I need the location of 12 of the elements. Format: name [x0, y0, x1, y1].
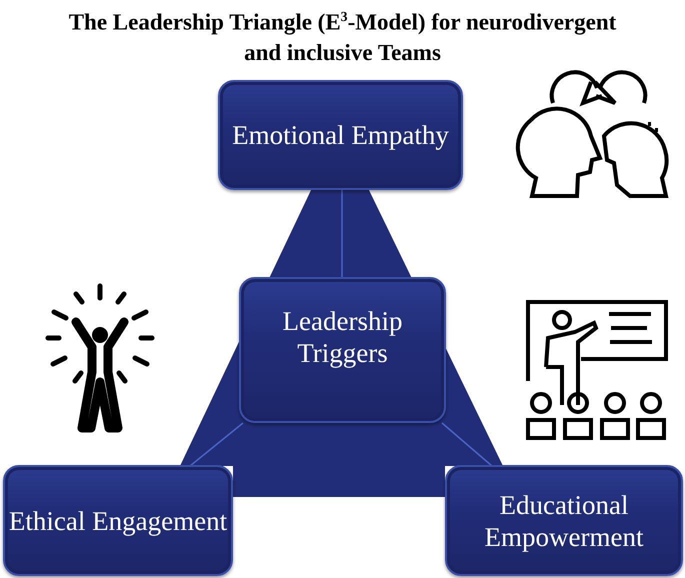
rounded-box — [445, 465, 683, 576]
rounded-box — [239, 277, 446, 423]
rounded-box — [3, 465, 233, 576]
connector-line — [341, 190, 343, 277]
rounded-box — [218, 80, 463, 190]
connector-line — [442, 422, 492, 467]
box-label: Ethical Engagement — [8, 504, 228, 536]
box-label: Leadership Triggers — [282, 305, 404, 369]
box-label: Emotional Empathy — [232, 119, 449, 151]
box-label: Educational Empowerment — [484, 488, 644, 552]
connector-line — [190, 422, 244, 467]
title: The Leadership Triangle (E$^{3}$-Model) for neurodivergent and inclusive Teams — [68, 8, 618, 67]
